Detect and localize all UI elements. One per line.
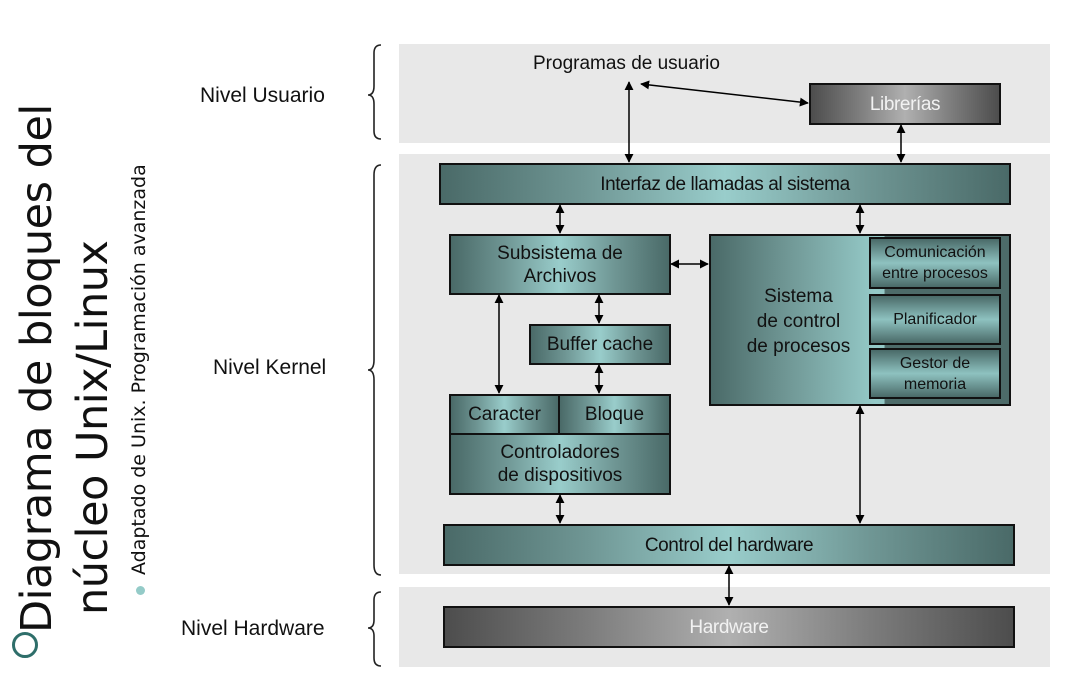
level-kernel-label: Nivel Kernel: [213, 356, 327, 379]
libraries-block: Librerías: [809, 83, 1001, 125]
subtitle: Adaptado de Unix. Programación avanzada: [128, 0, 150, 675]
slide-title-line2: núcleo Unix/Linux: [68, 240, 118, 616]
character-label: Caracter: [468, 404, 541, 425]
memory-manager-label-2: memoria: [903, 375, 967, 393]
ipc-block: Comunicación entre procesos: [869, 237, 1001, 289]
level-user-label: Nivel Usuario: [200, 84, 325, 107]
block-device-label: Bloque: [584, 404, 645, 425]
hardware-block: Hardware: [443, 606, 1015, 648]
user-programs-label: Programas de usuario: [533, 53, 720, 74]
buffer-cache-label: Buffer cache: [546, 334, 654, 355]
subtitle-text: Adaptado de Unix. Programación avanzada: [128, 164, 150, 575]
memory-manager-block: Gestor de memoria: [869, 348, 1001, 399]
syscall-interface-label: Interfaz de llamadas al sistema: [600, 173, 850, 195]
hardware-control-block: Control del hardware: [443, 524, 1015, 566]
process-control-label-2: de control: [756, 310, 841, 332]
kernel-level-brace: [367, 164, 382, 576]
process-control-label-3: de procesos: [746, 335, 851, 357]
user-level-brace: [367, 44, 382, 140]
ipc-label-2: entre procesos: [882, 265, 988, 282]
file-subsystem-label-1: Subsistema de: [497, 242, 623, 264]
device-drivers-label-2: de dispositivos: [497, 465, 623, 486]
scheduler-block: Planificador: [869, 294, 1001, 345]
bullet-ring-icon: [12, 632, 38, 658]
buffer-cache-block: Buffer cache: [529, 324, 671, 365]
syscall-interface-block: Interfaz de llamadas al sistema: [439, 163, 1011, 205]
ipc-label-1: Comunicación: [884, 244, 986, 261]
character-block: Caracter: [449, 394, 560, 435]
hardware-label: Hardware: [689, 616, 769, 638]
hardware-level-brace: [367, 591, 382, 667]
process-control-text: Sistema de control de procesos: [711, 284, 886, 359]
title-area: Diagrama de bloques del núcleo Unix/Linu…: [0, 0, 170, 685]
memory-manager-label-1: Gestor de: [899, 354, 971, 372]
device-drivers-block: Controladores de dispositivos: [449, 433, 671, 495]
process-control-label-1: Sistema: [764, 285, 833, 307]
bullet-dot-icon: [136, 586, 145, 595]
device-drivers-label-1: Controladores: [500, 442, 620, 463]
block-device-block: Bloque: [558, 394, 671, 435]
hardware-control-label: Control del hardware: [644, 534, 814, 556]
libraries-label: Librerías: [869, 93, 941, 115]
file-subsystem-label-2: Archivos: [523, 265, 597, 287]
scheduler-label: Planificador: [893, 311, 977, 328]
level-hardware-label: Nivel Hardware: [181, 617, 325, 640]
slide-title-line1: Diagrama de bloques del: [12, 104, 62, 633]
file-subsystem-block: Subsistema de Archivos: [449, 234, 671, 295]
